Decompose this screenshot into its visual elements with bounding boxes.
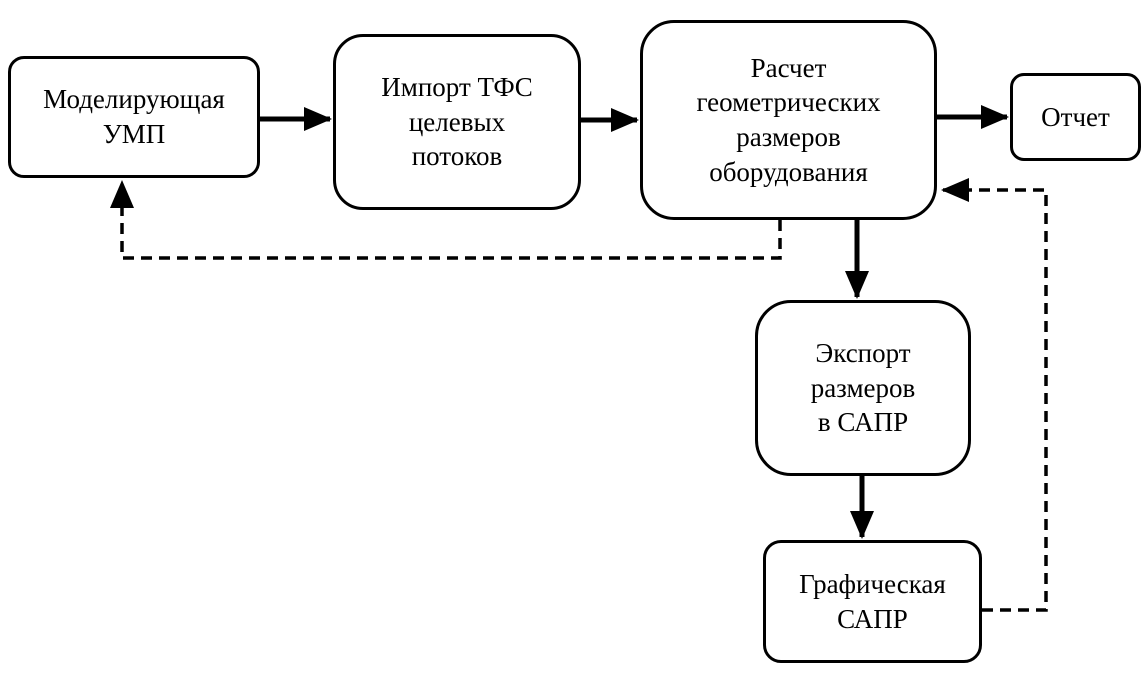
node-calc-geometry-label: Расчет геометрических размеров оборудова… — [696, 52, 881, 187]
node-modeling-ump-label: Моделирующая УМП — [43, 84, 225, 149]
node-modeling-ump: Моделирующая УМП — [8, 56, 260, 178]
node-import-tfs: Импорт ТФС целевых потоков — [333, 34, 581, 210]
node-graphic-cad: Графическая САПР — [763, 540, 982, 663]
node-export-to-cad-label: Экспорт размеров в САПР — [810, 338, 916, 438]
dashed-arrow-calc-to-modeling — [110, 180, 782, 260]
node-report-label: Отчет — [1041, 101, 1110, 132]
node-report: Отчет — [1010, 73, 1141, 161]
dashed-arrow-cad-to-calc — [941, 178, 1048, 612]
node-export-to-cad: Экспорт размеров в САПР — [755, 300, 971, 476]
node-graphic-cad-label: Графическая САПР — [799, 568, 946, 634]
node-calc-geometry: Расчет геометрических размеров оборудова… — [640, 20, 937, 220]
node-import-tfs-label: Импорт ТФС целевых потоков — [381, 72, 533, 172]
